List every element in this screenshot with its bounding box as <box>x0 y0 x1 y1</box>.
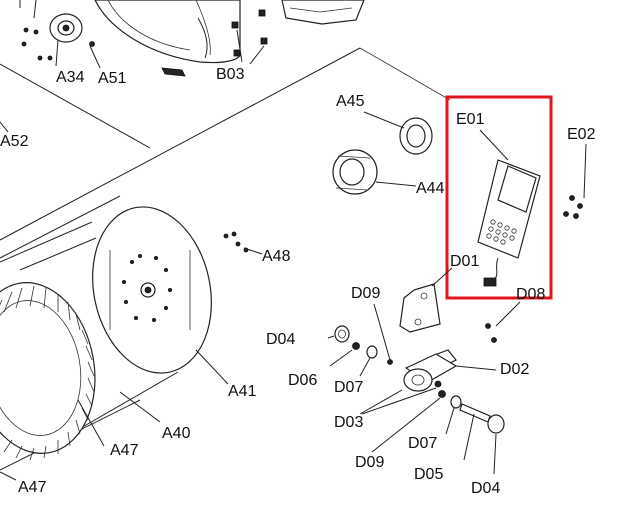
bearing-a45 <box>363 111 433 155</box>
label-a48: A48 <box>262 248 291 265</box>
label-b03: B03 <box>216 66 245 83</box>
label-d09-bottom: D09 <box>355 454 384 471</box>
blower-wheel-a40 <box>0 221 179 481</box>
bearing-a44 <box>332 149 417 195</box>
label-d07-top: D07 <box>334 379 363 396</box>
label-d05: D05 <box>414 466 443 483</box>
hardware-chain-left <box>327 303 393 377</box>
keypad-buttons <box>486 219 517 245</box>
part-labels: A34 A51 B03 A52 A45 E01 E02 A44 A48 D01 … <box>0 66 596 497</box>
label-a34: A34 <box>56 69 85 86</box>
label-a44: A44 <box>416 180 445 197</box>
label-d07-bottom: D07 <box>408 435 437 452</box>
label-d09-top: D09 <box>351 285 380 302</box>
label-d06: D06 <box>288 372 317 389</box>
screw-set-e02 <box>563 143 587 219</box>
screw-set-d08 <box>485 301 521 343</box>
label-a47-mid: A47 <box>110 442 139 459</box>
screw-set-a48 <box>223 231 263 255</box>
wheel-blades <box>0 285 95 461</box>
screw-set-b03 <box>231 9 268 65</box>
control-panel-e01 <box>477 129 541 287</box>
bracket-d01 <box>399 267 453 333</box>
label-e02: E02 <box>567 126 596 143</box>
label-a52: A52 <box>0 133 29 150</box>
label-d04-bottom: D04 <box>471 480 500 497</box>
drum-back-panel <box>94 0 241 77</box>
label-a40: A40 <box>162 425 191 442</box>
label-d02: D02 <box>500 361 529 378</box>
label-d08: D08 <box>516 286 545 303</box>
top-hub-assembly <box>19 0 101 69</box>
label-a41: A41 <box>228 383 257 400</box>
label-d04-left: D04 <box>266 331 295 348</box>
hardware-chain-right <box>371 390 505 475</box>
label-a51: A51 <box>98 70 127 87</box>
label-d01: D01 <box>450 253 479 270</box>
label-a45: A45 <box>336 93 365 110</box>
shaft-assembly-d02 <box>359 349 497 415</box>
drum-plate-a41 <box>92 206 229 385</box>
motor-housing-top <box>281 0 365 25</box>
label-a47-bottom: A47 <box>18 479 47 496</box>
frame-lines <box>0 47 451 259</box>
label-d03: D03 <box>334 414 363 431</box>
label-e01: E01 <box>456 111 485 128</box>
highlight-box <box>445 95 553 300</box>
